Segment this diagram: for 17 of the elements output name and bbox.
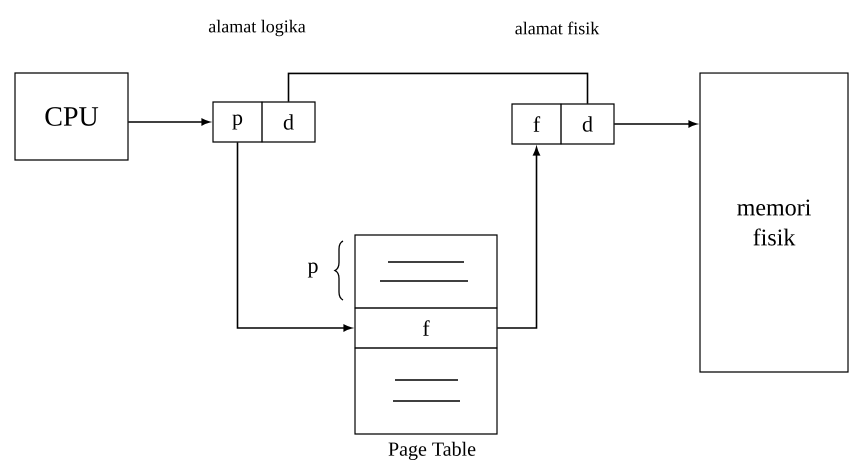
address-cell: d — [560, 103, 615, 145]
memory-box: memori fisik — [699, 72, 849, 373]
title-label: alamat fisik — [515, 22, 600, 34]
table-row — [354, 234, 498, 309]
address-cell: d — [261, 101, 316, 143]
table-row — [354, 347, 498, 435]
address-cell: p — [212, 101, 263, 143]
table-row: f — [354, 307, 498, 349]
address-cell: f — [511, 103, 562, 145]
title-label: alamat logika — [208, 20, 306, 36]
arrow — [236, 142, 352, 332]
node-label: Page Table — [388, 442, 476, 460]
brace-label: p — [308, 262, 318, 278]
arrow — [128, 118, 210, 126]
arrow — [614, 120, 697, 128]
cpu-box: CPU — [14, 72, 129, 161]
arrow — [498, 147, 540, 329]
